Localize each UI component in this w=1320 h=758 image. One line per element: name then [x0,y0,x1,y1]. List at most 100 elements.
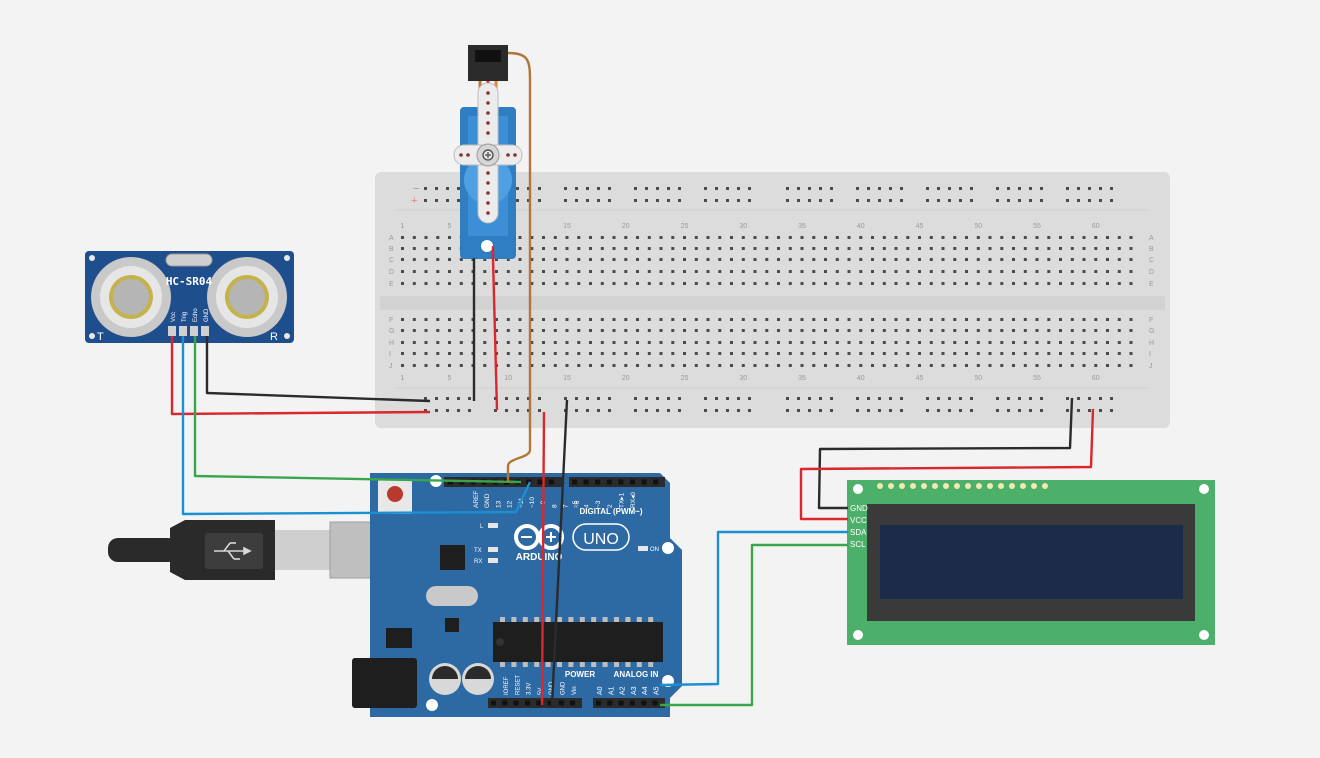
hole[interactable] [506,318,510,321]
hole[interactable] [882,270,886,273]
hole[interactable] [800,247,804,250]
rail-hole[interactable] [656,409,659,412]
hole[interactable] [1059,258,1062,261]
rail-hole[interactable] [797,199,800,202]
rail-hole[interactable] [926,409,929,412]
hole[interactable] [812,341,816,344]
hole[interactable] [495,258,498,261]
hole[interactable] [753,247,757,250]
hole[interactable] [1129,341,1133,344]
hole[interactable] [859,247,863,250]
rail-hole[interactable] [970,409,973,412]
hole[interactable] [401,329,404,332]
hole[interactable] [1023,236,1027,239]
hole[interactable] [600,341,604,344]
hole[interactable] [1082,247,1086,250]
hole[interactable] [812,352,816,355]
hole[interactable] [624,352,628,355]
hole[interactable] [929,282,933,285]
wire-sensor-echo[interactable] [181,336,532,516]
hole[interactable] [636,341,639,344]
hole[interactable] [894,282,898,285]
hole[interactable] [753,258,757,261]
hole[interactable] [542,258,545,261]
hole[interactable] [1023,270,1027,273]
hole[interactable] [988,329,992,332]
hole[interactable] [694,329,698,332]
hole[interactable] [542,282,545,285]
rail-hole[interactable] [889,199,892,202]
hole[interactable] [565,247,569,250]
hole[interactable] [600,318,604,321]
rail-hole[interactable] [878,199,881,202]
hole[interactable] [459,282,463,285]
hole[interactable] [906,282,910,285]
rail-hole[interactable] [678,397,681,400]
hole[interactable] [1094,318,1098,321]
hole[interactable] [459,352,463,355]
hole[interactable] [894,352,898,355]
rail-hole[interactable] [586,409,589,412]
hole[interactable] [918,341,921,344]
rail-hole[interactable] [748,409,751,412]
header-hole[interactable] [595,479,601,485]
rail-hole[interactable] [819,397,822,400]
hole[interactable] [448,282,451,285]
hole[interactable] [741,341,745,344]
hole[interactable] [1047,318,1051,321]
hole[interactable] [412,364,416,367]
rail-hole[interactable] [1110,199,1113,202]
rail-hole[interactable] [667,409,670,412]
rail-hole[interactable] [704,409,707,412]
hole[interactable] [1106,364,1109,367]
rail-hole[interactable] [678,187,681,190]
rail-hole[interactable] [926,397,929,400]
hole[interactable] [448,258,451,261]
rail-hole[interactable] [435,397,438,400]
hole[interactable] [941,329,945,332]
hole[interactable] [553,282,557,285]
hole[interactable] [565,352,569,355]
hole[interactable] [401,341,404,344]
hole[interactable] [401,270,404,273]
hole[interactable] [412,318,416,321]
hole[interactable] [1035,352,1039,355]
hole[interactable] [647,236,651,239]
hole[interactable] [624,236,628,239]
hole[interactable] [1059,282,1062,285]
hole[interactable] [918,247,921,250]
rail-hole[interactable] [867,187,870,190]
hole[interactable] [859,352,863,355]
hole[interactable] [1047,352,1051,355]
header-hole[interactable] [596,700,601,706]
hole[interactable] [777,247,780,250]
hole[interactable] [636,270,639,273]
hole[interactable] [459,341,463,344]
header-hole[interactable] [583,479,589,485]
rail-hole[interactable] [737,199,740,202]
hole[interactable] [1129,352,1133,355]
hole[interactable] [671,329,675,332]
hole[interactable] [542,329,545,332]
hole[interactable] [553,318,557,321]
rail-hole[interactable] [538,409,541,412]
rail-hole[interactable] [538,199,541,202]
hole[interactable] [788,270,792,273]
sensor-pin-echo[interactable] [190,326,198,336]
header-hole[interactable] [641,700,647,706]
hole[interactable] [1094,341,1098,344]
header-hole[interactable] [641,479,647,485]
hole[interactable] [1129,270,1133,273]
rail-hole[interactable] [1077,409,1080,412]
rail-hole[interactable] [424,187,427,190]
hole[interactable] [788,258,792,261]
hole[interactable] [1082,364,1086,367]
hole[interactable] [965,318,968,321]
hole[interactable] [600,247,604,250]
hole[interactable] [1117,341,1121,344]
hole[interactable] [636,236,639,239]
rail-hole[interactable] [878,187,881,190]
hole[interactable] [859,364,863,367]
rail-hole[interactable] [575,409,578,412]
hole[interactable] [506,282,510,285]
